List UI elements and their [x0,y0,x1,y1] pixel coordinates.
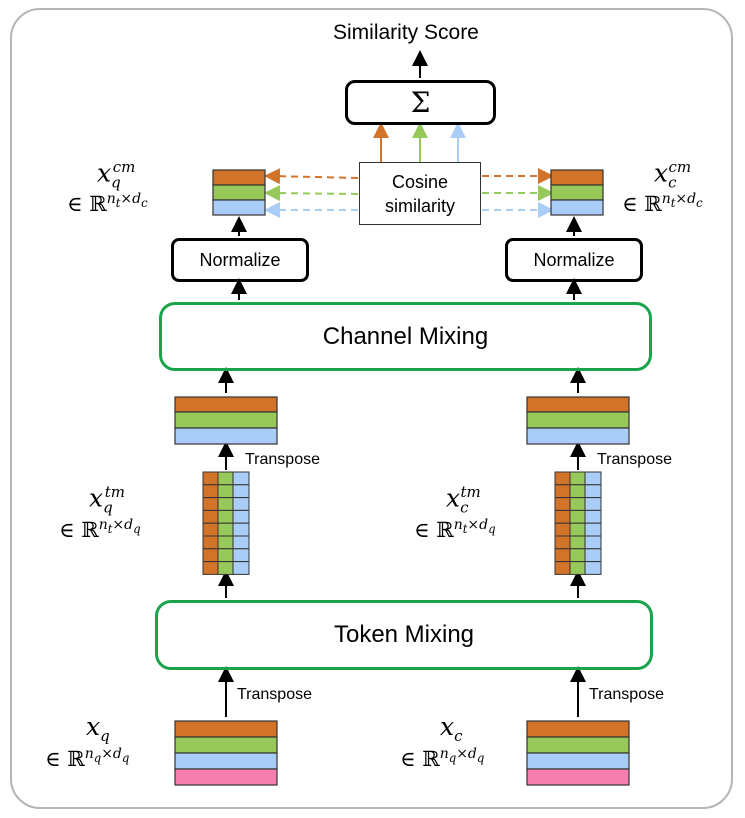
token-segment [232,484,250,499]
token-segment [202,484,219,499]
token-segment [217,497,234,511]
token-segment [584,484,602,499]
dashed-green-left [264,185,359,202]
normalize-box-left: Normalize [171,238,309,282]
token-segment [232,509,250,524]
token-segment [554,497,571,511]
token-segment [569,561,586,575]
normalize-label-left: Normalize [199,249,281,270]
transpose-label-right-upper: Transpose [597,451,672,468]
token-segment [232,561,250,575]
sum-symbol: Σ [410,86,431,119]
token-segment [584,497,602,511]
token-segment [554,471,571,486]
token-segment [202,509,219,524]
token-mixed-columns-left [202,471,250,575]
input-stack-left [174,720,278,786]
token-segment [232,535,250,550]
token-segment [217,548,234,563]
set-xq-tm: ∈ ℝnt×dq [59,517,141,542]
cosine-label-line2: similarity [385,195,455,216]
token-segment [569,497,586,511]
dashed-orange-left [264,168,359,185]
token-segment [217,561,234,575]
token-segment [554,561,571,575]
symbol-xc-cm: xccm [654,158,692,192]
symbol-xq-cm: xqcm [97,158,136,192]
set-xc-tm: ∈ ℝnt×dq [414,517,496,542]
channel-input-stack-left [174,396,278,445]
output-stack-right [550,169,604,216]
token-segment [569,535,586,550]
token-segment [584,509,602,524]
token-segment [232,548,250,563]
token-segment [584,471,602,486]
set-xq-cm: ∈ ℝnt×dc [67,191,148,216]
token-mixing-label: Token Mixing [333,621,475,648]
token-segment [584,548,602,563]
token-segment [554,522,571,537]
input-stack-right [526,720,630,786]
channel-mixing-label: Channel Mixing [322,322,489,350]
token-segment [554,484,571,499]
channel-input-stack-right [526,396,630,445]
token-segment [584,522,602,537]
token-segment [569,548,586,563]
normalize-box-right: Normalize [505,238,643,282]
token-segment [202,561,219,575]
token-segment [232,471,250,486]
token-segment [217,471,234,486]
channel-mixing-box: Channel Mixing [159,302,652,371]
flow-arrows [218,50,586,717]
token-segment [202,522,219,537]
token-segment [554,509,571,524]
token-segment [569,509,586,524]
token-segment [569,522,586,537]
diagram-frame [10,8,733,809]
similarity-score-title: Similarity Score [333,21,479,44]
set-xq: ∈ ℝnq×dq [45,746,130,771]
cosine-label-line1: Cosine [391,171,449,192]
token-segment [584,561,602,575]
symbol-xc: xc [440,712,463,745]
token-mixing-box: Token Mixing [155,600,653,670]
symbol-xq: xq [86,712,110,745]
normalize-label-right: Normalize [533,249,615,270]
token-segment [554,548,571,563]
token-segment [569,484,586,499]
symbol-xc-tm: xctm [446,483,481,517]
token-segment [232,522,250,537]
token-segment [554,535,571,550]
token-segment [569,471,586,486]
transpose-label-left-upper: Transpose [245,451,320,468]
token-segment [232,497,250,511]
token-segment [202,535,219,550]
token-mixed-columns-right [554,471,602,575]
token-segment [217,522,234,537]
token-segment [217,535,234,550]
token-segment [202,497,219,511]
token-segment [202,471,219,486]
token-segment [202,548,219,563]
transpose-label-right-lower: Transpose [589,686,664,703]
set-xc-cm: ∈ ℝnt×dc [622,191,703,216]
cosine-similarity-box: Cosine similarity [359,162,481,225]
token-segment [584,535,602,550]
set-xc: ∈ ℝnq×dq [400,746,485,771]
token-segment [217,484,234,499]
transpose-label-left-lower: Transpose [237,686,312,703]
token-segment [217,509,234,524]
output-stack-left [212,169,266,216]
symbol-xq-tm: xqtm [89,483,125,517]
sum-box: Σ [345,80,496,125]
